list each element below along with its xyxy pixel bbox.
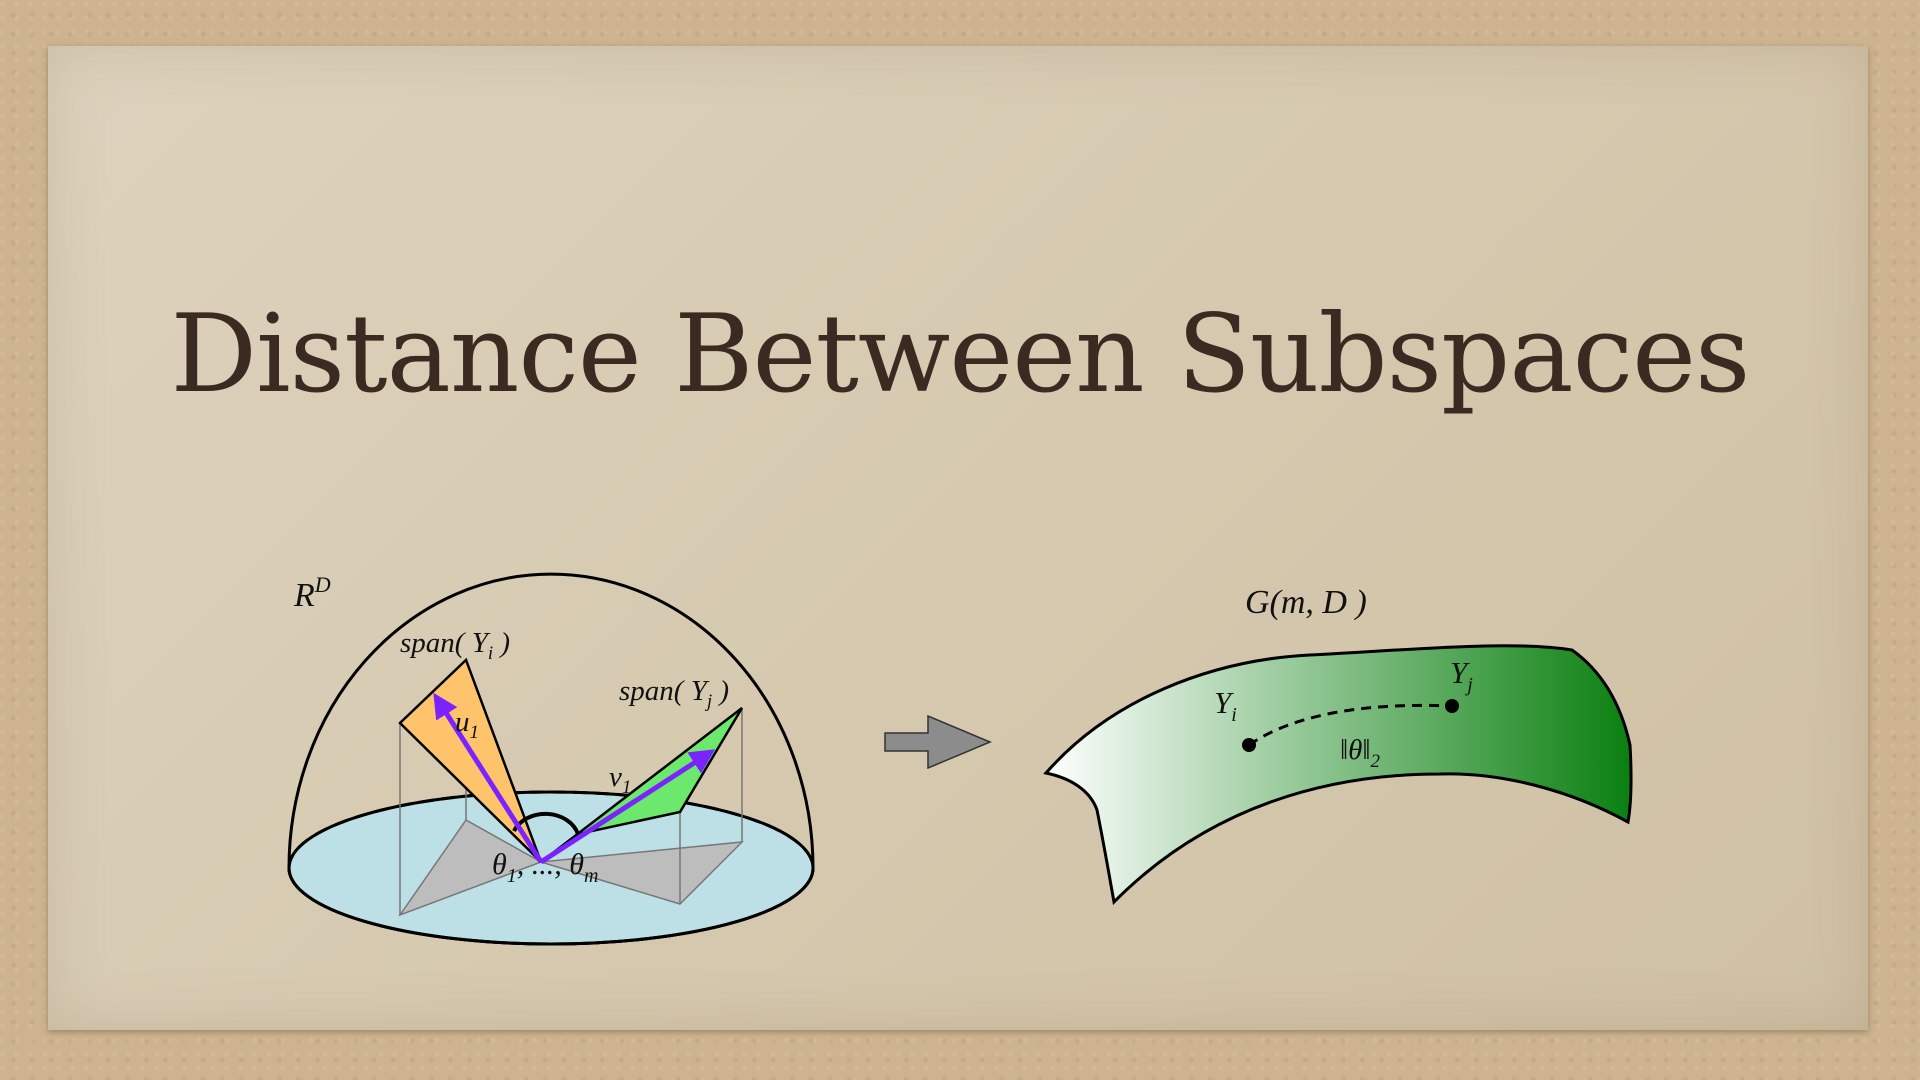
base-disk-back-edge [287,790,815,869]
span-yi-label: span( Yi ) [400,627,510,664]
shadow-projection-right [540,841,745,905]
principal-angle-arc [512,811,580,835]
space-label: RD [293,572,331,614]
u1-vector-arrow [433,692,544,864]
yj-label: Yj [1450,655,1473,696]
grassmann-label: G(m, D ) [1245,584,1367,621]
grassmann-manifold-surface [1043,644,1633,906]
grassmann-manifold-group: G(m, D ) Yi Yj ‖θ‖2 [1043,584,1633,906]
point-yi [1242,738,1256,752]
u1-label: u1 [455,706,479,743]
mapping-arrow-icon [884,714,992,770]
geodesic-norm-label: ‖θ‖2 [1340,734,1381,772]
geodesic-path [1248,703,1453,747]
hemisphere-group: RD span( Yi ) span( Yj ) u1 v1 θ1, ..., … [287,572,815,946]
yi-label: Yi [1214,685,1237,726]
point-yj [1445,699,1459,713]
theta-range-label: θ1, ..., θm [492,848,598,887]
v1-label: v1 [609,761,631,798]
slide-title: Distance Between Subspaces [170,292,1751,417]
span-yj-label: span( Yj ) [619,675,729,712]
v1-vector-arrow [539,749,716,865]
shadow-projection-left [398,819,543,917]
base-disk-front-edge [287,867,815,946]
